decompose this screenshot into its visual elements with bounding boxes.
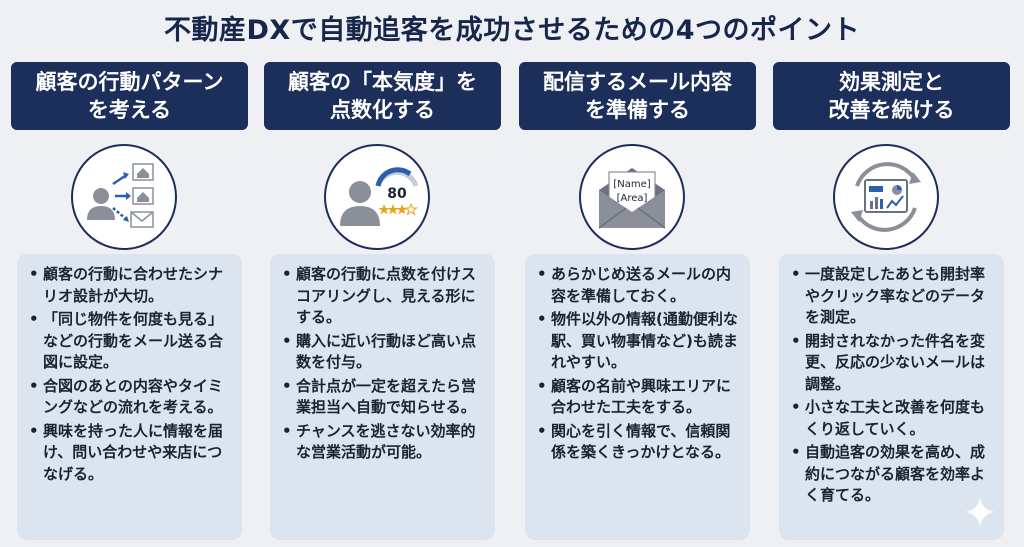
behavior-flow-icon <box>71 144 177 250</box>
bullet-item: 関心を引く情報で、信頼関係を築くきっかけとなる。 <box>537 421 742 464</box>
analytics-cycle-icon <box>833 144 939 250</box>
bullet-item: チャンスを逃さない効率的な営業活動が可能。 <box>282 421 487 464</box>
score-value: 80 <box>387 186 407 202</box>
point-card-scoring: 顧客の「本気度」を 点数化する 80 顧客の行動に点数を付けスコアリングし、見え… <box>264 62 501 540</box>
point-card-behavior: 顧客の行動パターン を考える 顧客の行動に合わせたシナリオ設計が大切。 <box>11 62 248 540</box>
bullet-item: 合計点が一定を超えたら営業担当へ自動で知らせる。 <box>282 376 487 419</box>
bullet-item: 自動追客の効果を高め、成約につながる顧客を効率よく育てる。 <box>791 442 996 507</box>
card-header-line: を準備する <box>585 98 690 122</box>
card-body: 一度設定したあとも開封率やクリック率などのデータを測定。 開封されなかった件名を… <box>779 254 1004 540</box>
bullet-item: 合図のあとの内容やタイミングなどの流れを考える。 <box>29 376 234 419</box>
point-card-improvement: 効果測定と 改善を続ける 一度設定したあとも開封率やクリック率などのデータを測定… <box>773 62 1010 540</box>
card-header-line: 配信するメール内容 <box>543 70 732 94</box>
bullet-item: 小さな工夫と改善を何度もくり返していく。 <box>791 397 996 440</box>
bullet-item: 購入に近い行動ほど高い点数を付与。 <box>282 331 487 374</box>
envelope-name-field: [Name] <box>613 179 650 190</box>
card-header: 顧客の「本気度」を 点数化する <box>264 62 501 130</box>
bullet-item: 「同じ物件を何度も見る」などの行動をメール送る合図に設定。 <box>29 309 234 374</box>
card-header-line: 改善を続ける <box>828 98 955 122</box>
bullet-item: 一度設定したあとも開封率やクリック率などのデータを測定。 <box>791 264 996 329</box>
card-header-line: 顧客の「本気度」を <box>288 70 477 94</box>
point-card-email: 配信するメール内容 を準備する [Name] [Area] あらかじめ送るメール… <box>519 62 756 540</box>
bullet-item: あらかじめ送るメールの内容を準備しておく。 <box>537 264 742 307</box>
bullet-item: 興味を持った人に情報を届け、問い合わせや来店につなげる。 <box>29 421 234 486</box>
bullet-item: 顧客の行動に点数を付けスコアリングし、見える形にする。 <box>282 264 487 329</box>
card-header-line: 効果測定と <box>839 70 944 94</box>
email-template-icon: [Name] [Area] <box>579 144 685 250</box>
bullet-item: 顧客の行動に合わせたシナリオ設計が大切。 <box>29 264 234 307</box>
card-header-line: 点数化する <box>330 98 435 122</box>
score-gauge-icon: 80 <box>324 144 430 250</box>
card-header-line: 顧客の行動パターン <box>35 70 224 94</box>
card-header: 配信するメール内容 を準備する <box>519 62 756 130</box>
sparkle-icon <box>965 497 995 527</box>
envelope-area-field: [Area] <box>617 193 648 204</box>
card-header-line: を考える <box>87 98 172 122</box>
star-rating-icon <box>378 204 408 215</box>
card-header: 効果測定と 改善を続ける <box>773 62 1010 130</box>
bullet-item: 開封されなかった件名を変更、反応の少ないメールは調整。 <box>791 331 996 396</box>
card-body: あらかじめ送るメールの内容を準備しておく。 物件以外の情報(通勤便利な駅、買い物… <box>525 254 750 540</box>
card-body: 顧客の行動に点数を付けスコアリングし、見える形にする。 購入に近い行動ほど高い点… <box>270 254 495 540</box>
bullet-item: 物件以外の情報(通勤便利な駅、買い物事情など)も読まれやすい。 <box>537 309 742 374</box>
page-title: 不動産DXで自動追客を成功させるための4つのポイント <box>163 15 860 46</box>
card-body: 顧客の行動に合わせたシナリオ設計が大切。 「同じ物件を何度も見る」などの行動をメ… <box>17 254 242 540</box>
bullet-item: 顧客の名前や興味エリアに合わせた工夫をする。 <box>537 376 742 419</box>
card-header: 顧客の行動パターン を考える <box>11 62 248 130</box>
